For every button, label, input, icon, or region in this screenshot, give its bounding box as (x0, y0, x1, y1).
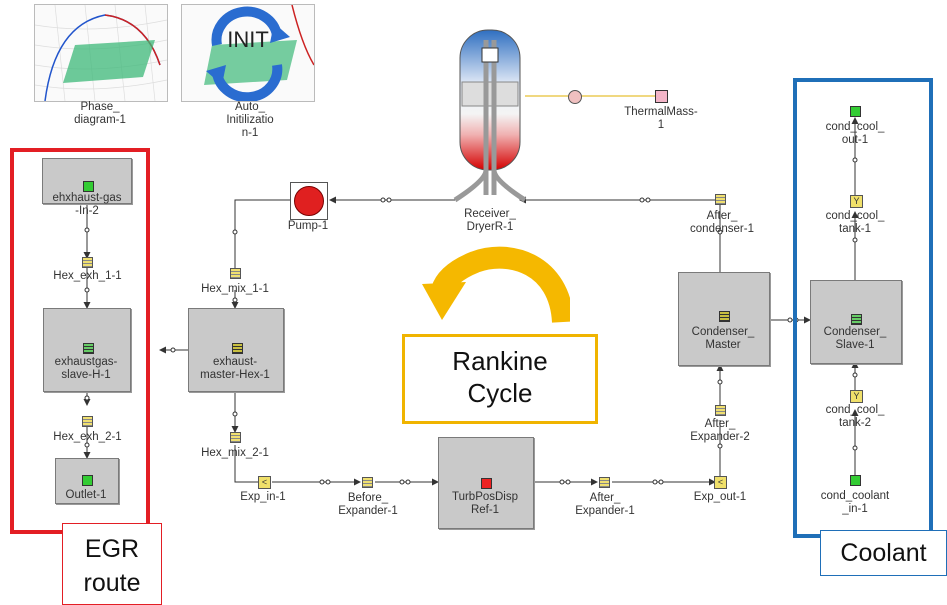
ehxhaust-gas-box[interactable] (42, 158, 132, 204)
exp-in-label: Exp_in-1 (240, 491, 286, 503)
cond-cool-out-icon[interactable] (850, 106, 861, 117)
auto-init-label: Auto_ Initilizatio n-1 (226, 101, 274, 139)
pump-box[interactable] (290, 182, 328, 220)
after-condenser-valve[interactable] (715, 194, 726, 205)
phase-diagram-label: Phase_ diagram-1 (74, 101, 126, 126)
cond-cool-tank2-label: cond_cool_ tank-2 (825, 404, 885, 429)
pump-label: Pump-1 (287, 220, 329, 232)
exp-out-valve[interactable]: < (714, 476, 727, 489)
after-condenser-label: After_ condenser-1 (690, 210, 754, 235)
thermal-mass-label: ThermalMass- 1 (624, 106, 698, 131)
after-expander1-valve[interactable] (599, 477, 610, 488)
exp-out-label: Exp_out-1 (693, 491, 747, 503)
before-expander-valve[interactable] (362, 477, 373, 488)
condenser-master-box[interactable] (678, 272, 770, 366)
pump-icon (294, 186, 324, 216)
after-expander2-valve[interactable] (715, 405, 726, 416)
condenser-slave-icon (851, 314, 862, 325)
egr-route-frame (10, 148, 150, 534)
condenser-slave-box[interactable] (810, 280, 902, 364)
hex-mix2-label: Hex_mix_2-1 (201, 447, 269, 459)
init-icon (204, 5, 314, 101)
exhaust-master-icon (232, 343, 243, 354)
after-expander2-label: After_ Expander-2 (690, 418, 750, 443)
auto-init-thumbnail[interactable]: INIT (181, 4, 315, 102)
cond-cool-tank2-icon[interactable]: Y (850, 390, 863, 403)
cond-cool-out-label: cond_cool_ out-1 (825, 121, 885, 146)
cycle-arrow-icon (422, 246, 570, 324)
hex-mix1-label: Hex_mix_1-1 (201, 283, 269, 295)
turb-box[interactable] (438, 437, 534, 529)
phase-diagram-icon (35, 5, 167, 101)
outlet-box[interactable] (55, 458, 119, 504)
coolant-frame (793, 78, 933, 538)
hex-exh1-valve[interactable] (82, 257, 93, 268)
cond-cool-tank1-label: cond_cool_ tank-1 (825, 210, 885, 235)
rankine-cycle-text: Rankine Cycle (452, 346, 548, 408)
hex-exh2-label: Hex_exh_2-1 (53, 431, 122, 443)
before-expander-label: Before_ Expander-1 (338, 492, 398, 517)
exhaustgas-slave-icon (83, 343, 94, 354)
condenser-master-label: Condenser_ Master (691, 326, 755, 351)
init-text: INIT (227, 27, 269, 52)
cond-coolant-in-label: cond_coolant _in-1 (820, 490, 890, 515)
hex-mix2-valve[interactable] (230, 432, 241, 443)
turb-label: TurbPosDisp Ref-1 (451, 491, 519, 516)
exhaustgas-slave-box[interactable] (43, 308, 131, 392)
exhaust-master-label: exhaust- master-Hex-1 (200, 356, 270, 381)
after-expander1-label: After_ Expander-1 (575, 492, 635, 517)
ehxhaust-gas-icon (83, 181, 94, 192)
egr-route-text: EGR route (83, 535, 141, 597)
outlet-label: Outlet-1 (65, 489, 107, 501)
coolant-text: Coolant (840, 539, 927, 567)
hex-mix1-valve[interactable] (230, 268, 241, 279)
exhaustgas-slave-label: exhaustgas- slave-H-1 (54, 356, 118, 381)
condenser-master-icon (719, 311, 730, 322)
exhaust-master-box[interactable] (188, 308, 284, 392)
phase-diagram-thumbnail[interactable] (34, 4, 168, 102)
condenser-slave-label: Condenser_ Slave-1 (823, 326, 887, 351)
receiver-label: Receiver_ DryerR-1 (464, 208, 516, 233)
turb-icon (481, 478, 492, 489)
thermal-mass-icon[interactable] (655, 90, 668, 103)
thermal-mass-connector-icon[interactable] (568, 90, 582, 104)
ehxhaust-gas-label: ehxhaust-gas -In-2 (52, 192, 122, 217)
rankine-cycle-box: Rankine Cycle (402, 334, 598, 424)
coolant-callout: Coolant (820, 530, 947, 576)
receiver-dryer-tank[interactable] (450, 20, 530, 210)
hex-exh2-valve[interactable] (82, 416, 93, 427)
cond-coolant-in-icon[interactable] (850, 475, 861, 486)
hex-exh1-label: Hex_exh_1-1 (53, 270, 122, 282)
exp-in-valve[interactable]: < (258, 476, 271, 489)
cond-cool-tank1-icon[interactable]: Y (850, 195, 863, 208)
outlet-icon (82, 475, 93, 486)
egr-route-callout: EGR route (62, 523, 162, 605)
